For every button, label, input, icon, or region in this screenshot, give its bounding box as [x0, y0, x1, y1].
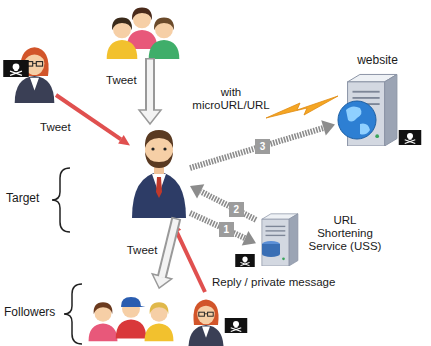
connector-line: [190, 128, 324, 168]
follower-person: [145, 302, 174, 341]
node-label: URL Shortening Service (USS): [306, 214, 384, 254]
annotation-label: Reply / private message: [212, 276, 335, 289]
annotation-label: with microURL/URL: [188, 86, 274, 112]
figure-node: URL Shortening Service (USS): [256, 212, 302, 264]
annotation-label: Tweet: [106, 74, 137, 87]
figure-node: website: [335, 72, 420, 147]
pirate-flag: [3, 60, 29, 77]
annotation-label: Tweet: [40, 121, 71, 134]
pirate-flag: [235, 254, 255, 267]
lightning-bolt: [266, 96, 338, 118]
pirate-flag: [399, 130, 422, 145]
follower-person: [116, 297, 147, 338]
connector-line: [162, 219, 176, 277]
brace: [52, 168, 70, 232]
edge-label: Tweet: [126, 244, 159, 257]
callout-number: 2: [229, 202, 244, 217]
brace: [64, 284, 82, 344]
tweet-arrow-head: [139, 110, 161, 124]
arrow-head: [190, 184, 204, 198]
connector: [190, 120, 335, 168]
disk-icon: [262, 251, 280, 257]
figure-node: Followers: [85, 288, 180, 344]
connector: [190, 184, 256, 219]
server-icon: [262, 214, 298, 266]
target-figure: [132, 130, 186, 218]
tweeter-person: [149, 18, 180, 59]
figure-node: Target: [128, 118, 190, 218]
attacker-figure: [188, 299, 223, 346]
connector-line: [201, 191, 256, 219]
arrow-head: [321, 120, 335, 135]
callout-number: 3: [255, 139, 270, 154]
node-label: Target: [6, 192, 39, 206]
arrow-head: [242, 231, 256, 246]
tweeter-person: [107, 18, 138, 59]
tweet-arrow: [147, 60, 153, 113]
globe-icon: [338, 101, 376, 139]
tweet-arrow: [145, 58, 155, 112]
callout-number: 1: [219, 222, 234, 237]
node-label: website: [335, 54, 420, 68]
attack-arrow-head: [118, 135, 130, 145]
attack-arrow: [177, 232, 205, 292]
globe-land: [346, 106, 370, 134]
follower-person: [89, 302, 118, 341]
node-label: Followers: [4, 306, 55, 320]
pirate-flag: [225, 318, 248, 333]
